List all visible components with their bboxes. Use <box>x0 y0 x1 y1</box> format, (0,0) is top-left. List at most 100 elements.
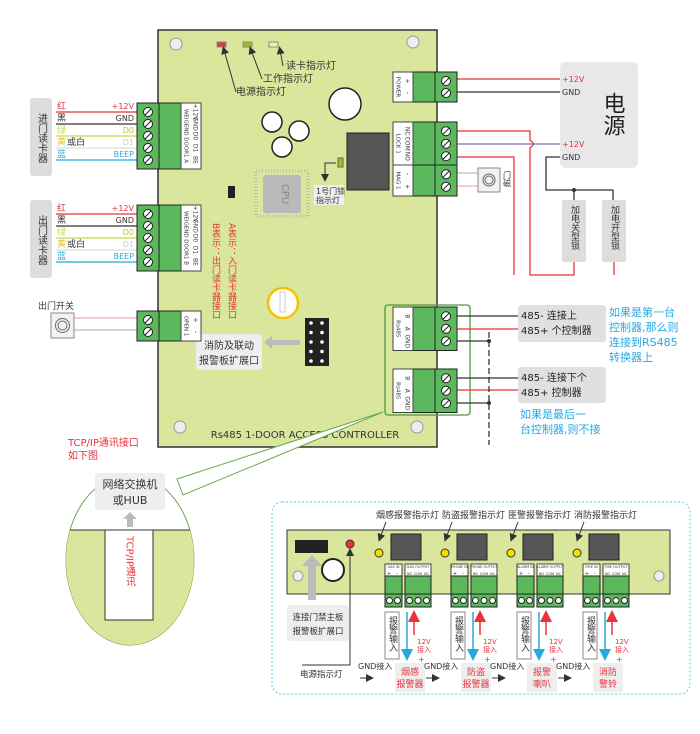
cpu-chip <box>263 175 301 213</box>
power-off-lock-label: 加电关型锁 <box>569 205 580 251</box>
terminal-plug <box>450 575 469 595</box>
screw-slot <box>442 127 450 135</box>
screw-icon <box>460 597 467 604</box>
wire-color-alt: 或白 <box>67 136 85 148</box>
arrow-up-icon <box>302 555 322 600</box>
screw-icon <box>386 597 393 604</box>
lock-led <box>337 157 344 168</box>
alarm-device <box>593 663 623 692</box>
pin-label: +12V <box>192 104 199 122</box>
screw-slot <box>144 234 152 242</box>
terminal-plug <box>602 575 630 595</box>
work-led-label: 工作指示灯 <box>263 72 313 85</box>
screw-slot <box>442 325 450 333</box>
wire-color-label: 红 <box>57 202 66 214</box>
terminal-label-strip <box>180 310 202 342</box>
first-controller-note: 连接到RS485 <box>609 336 678 349</box>
alarm-led <box>572 548 582 558</box>
alarm-device-label: 喇叭 <box>533 678 551 690</box>
alarm-expansion-label: 连接门禁主板 <box>292 612 344 623</box>
controller-board <box>157 29 438 448</box>
pin-label: - <box>396 571 398 577</box>
alarm-device-label: 警铃 <box>599 678 617 690</box>
terminal-plug <box>412 121 436 166</box>
mag-connector: -+MAG 1 <box>392 164 458 197</box>
pin-label: + <box>404 78 411 83</box>
expansion-label: 消防及联动 <box>204 339 254 352</box>
pin-label: B <box>404 376 411 380</box>
wire-color-label: 红 <box>57 100 66 112</box>
output-title: GAS OUTPUT <box>407 565 431 569</box>
screw-icon <box>472 597 479 604</box>
screw-icon <box>406 597 413 604</box>
capacitor <box>261 111 283 133</box>
header-pin <box>320 340 324 344</box>
terminal-plug <box>470 575 498 595</box>
rs485-highlight <box>384 304 471 416</box>
gnd-in-label: GND接入 <box>424 661 458 671</box>
header-pin <box>320 349 324 354</box>
pin-label: NO <box>605 572 611 576</box>
cpu-label: CPU <box>279 184 290 204</box>
capacitor <box>288 120 310 142</box>
tcp-label: 如下图 <box>68 449 98 462</box>
output-title: ALARM OUTPUT <box>536 565 565 569</box>
screw-icon <box>489 597 496 604</box>
v12-label: 12V <box>615 638 629 646</box>
power-plus-12v: +12V <box>562 140 585 149</box>
exit-reader-title: 出门读卡器 <box>36 214 48 266</box>
wire-signal-label: +12V <box>112 204 135 213</box>
mount-hole <box>410 420 424 434</box>
output-title: FIRE OUTPUT <box>604 565 628 569</box>
exit-switch-label: 出门开关 <box>38 300 74 312</box>
alarm-indicator-label: 防盗报警指示灯 <box>442 509 505 521</box>
pin-label: + <box>192 317 199 322</box>
pin-label: COM <box>546 572 554 576</box>
screw-slot <box>144 246 152 254</box>
terminal-plug <box>536 575 564 595</box>
gnd-in-label: GND接入 <box>490 661 524 671</box>
pin-label: D0 <box>192 234 199 243</box>
screw-icon <box>538 597 545 604</box>
mount-hole <box>406 35 420 49</box>
screw-slot <box>442 77 450 85</box>
pin-label: + <box>404 184 411 189</box>
screw-icon <box>584 597 591 604</box>
terminal-label-strip <box>392 71 414 103</box>
screw-slot <box>144 222 152 230</box>
pin-label: - <box>528 571 530 577</box>
pin-label: + <box>585 571 589 577</box>
work-led <box>242 41 253 48</box>
rs485-down-line2: 485+ 控制器 <box>521 386 582 399</box>
screw-icon <box>480 597 488 604</box>
alarm-device-label: 报警器 <box>462 678 489 690</box>
pin-label: + <box>519 571 523 577</box>
alarm-input-box <box>516 611 532 660</box>
screw-slot <box>442 312 450 320</box>
connector-title: OPEN 1 <box>183 316 189 336</box>
pin-label: - <box>462 571 464 577</box>
relay <box>346 132 390 191</box>
pin-label: NC <box>404 127 411 136</box>
power-plus-12v: +12V <box>562 75 585 84</box>
v12-label: 接入 <box>549 645 563 654</box>
alarm-device-label: 消防 <box>599 666 617 678</box>
plus-label: + <box>484 655 491 664</box>
terminal-label-strip <box>392 368 414 413</box>
alarm-input-label: 报警输入 <box>519 615 530 652</box>
input-title: PROBE IN <box>451 565 468 569</box>
terminal-plug <box>412 71 436 103</box>
screw-slot <box>144 328 152 336</box>
pin-label: COM <box>414 572 422 576</box>
pin-label: NC <box>556 572 562 576</box>
tcp-port-label: TCP/IP通讯 <box>124 535 136 588</box>
pin-label: D1 <box>192 144 199 153</box>
power-connector: +-POWER <box>392 71 458 103</box>
v12-label: 接入 <box>483 645 497 654</box>
terminal-label-strip <box>180 102 202 170</box>
